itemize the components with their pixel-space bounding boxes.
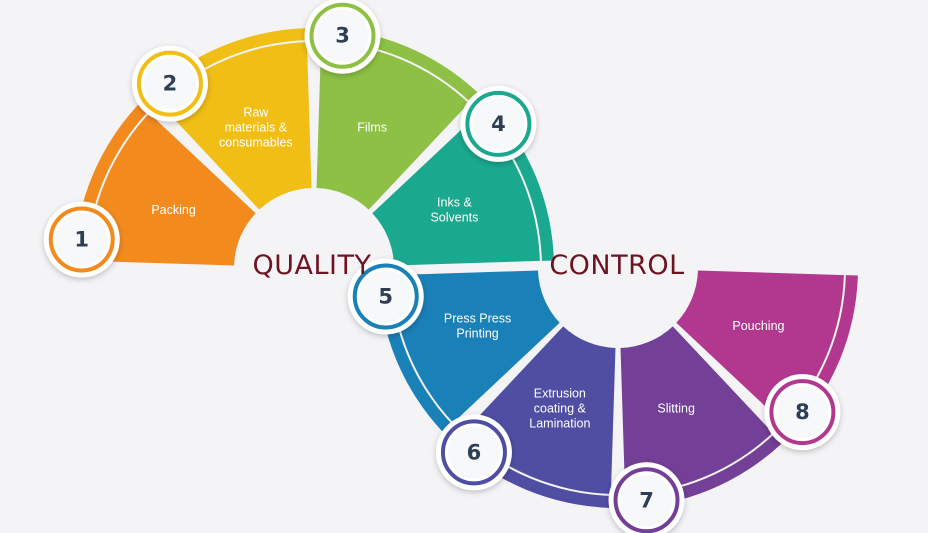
badge-number: 7 (639, 488, 654, 512)
badge-number: 2 (163, 72, 178, 96)
segment-5 (392, 270, 560, 423)
step-label-8: Pouching (732, 319, 784, 333)
badge-inner-circle (620, 474, 673, 527)
badge-inner-circle (447, 426, 500, 479)
step-label-line: Slitting (657, 401, 695, 415)
step-label-line: materials & (225, 121, 288, 135)
badge-ring (309, 2, 376, 69)
step-label-line: Extrusion (534, 386, 586, 400)
step-label-line: Raw (243, 106, 269, 120)
segment-3 (316, 42, 469, 210)
segment-1 (88, 113, 256, 266)
step-badge-6: 6 (435, 414, 512, 491)
badge-ring (613, 467, 680, 533)
segment-7 (620, 326, 773, 494)
step-label-line: Packing (151, 203, 196, 217)
step-badge-5: 5 (347, 258, 424, 335)
step-label-line: Printing (456, 327, 498, 341)
badge-ring (136, 50, 203, 117)
badge-number: 6 (467, 440, 482, 464)
step-label-line: consumables (219, 136, 293, 150)
badge-ring (440, 419, 507, 486)
badge-number: 5 (378, 285, 393, 309)
step-label-line: Inks & (437, 195, 472, 209)
badge-inner-circle (55, 213, 108, 266)
badge-inner-circle (143, 57, 196, 110)
title-word-quality: QUALITY (253, 250, 372, 281)
step-label-4: Inks &Solvents (430, 195, 478, 224)
badge-number: 1 (74, 227, 89, 251)
badge-ring (465, 90, 532, 157)
step-label-1: Packing (151, 203, 196, 217)
step-label-7: Slitting (657, 401, 695, 415)
badge-ring (48, 206, 115, 273)
badge-inner-circle (472, 97, 525, 150)
badge-inner-circle (776, 386, 829, 439)
step-label-line: coating & (534, 401, 587, 415)
badge-number: 3 (335, 24, 350, 48)
badge-number: 8 (795, 400, 810, 424)
step-badge-4: 4 (460, 85, 537, 162)
badge-ring (769, 379, 836, 446)
step-badge-3: 3 (304, 0, 381, 74)
step-label-line: Pouching (732, 319, 784, 333)
step-badge-1: 1 (43, 201, 120, 278)
badge-inner-circle (359, 270, 412, 323)
badge-number: 4 (491, 112, 506, 136)
badge-ring (352, 263, 419, 330)
badges-layer: 1 2 3 4 5 6 7 8 (43, 0, 841, 533)
title-word-control: CONTROL (549, 250, 684, 281)
step-label-line: Press Press (444, 312, 511, 326)
step-label-3: Films (357, 121, 387, 135)
step-label-line: Lamination (529, 416, 590, 430)
step-label-line: Solvents (430, 210, 478, 224)
badge-inner-circle (316, 9, 369, 62)
step-label-line: Films (357, 121, 387, 135)
step-badge-7: 7 (608, 462, 685, 533)
step-badge-8: 8 (764, 374, 841, 451)
step-badge-2: 2 (131, 45, 208, 122)
